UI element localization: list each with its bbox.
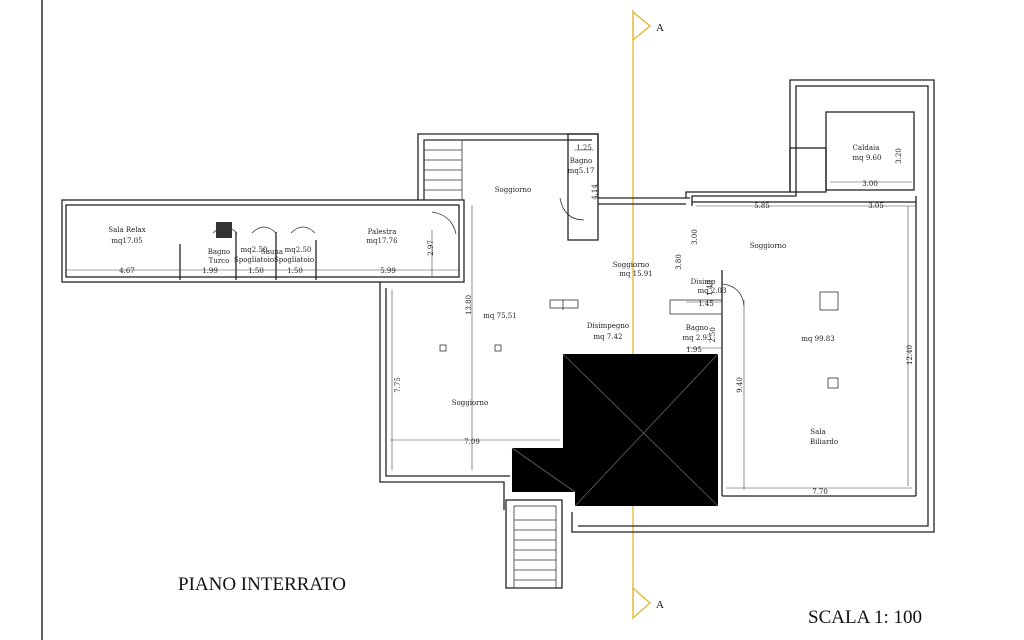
room-sauna: Sauna bbox=[261, 248, 283, 256]
room-soggiorno-right: Soggiorno bbox=[750, 242, 787, 250]
section-label-top: A bbox=[656, 22, 664, 34]
dim-5-85: 5.85 bbox=[754, 202, 770, 210]
dim-3-00-v: 3.00 bbox=[691, 229, 699, 245]
section-line bbox=[632, 10, 651, 620]
dim-2-97: 2.97 bbox=[427, 240, 435, 256]
dim-1-25: 1.25 bbox=[576, 144, 592, 152]
dim-13-80: 13.80 bbox=[465, 295, 473, 315]
room-area-75: mq 75.51 bbox=[483, 312, 516, 320]
dim-1-99: 1.99 bbox=[202, 267, 218, 275]
dim-3-05: 3.05 bbox=[868, 202, 884, 210]
dim-2-50: 2.50 bbox=[709, 327, 717, 343]
dim-3-20: 3.20 bbox=[895, 148, 903, 164]
plan-title: PIANO INTERRATO bbox=[178, 574, 346, 595]
left-wing-walls bbox=[61, 199, 465, 283]
dim-4-67: 4.67 bbox=[119, 267, 135, 275]
void-area bbox=[511, 353, 719, 507]
room-soggiorno-top: Soggiorno bbox=[495, 186, 532, 194]
dim-12-40: 12.40 bbox=[906, 345, 914, 365]
dimension-lines bbox=[66, 149, 916, 490]
dim-7-09: 7.09 bbox=[464, 438, 480, 446]
dim-9-40: 9.40 bbox=[736, 377, 744, 393]
sauna-heater bbox=[216, 222, 232, 238]
dim-7-70: 7.70 bbox=[812, 488, 828, 496]
central-block-walls bbox=[379, 133, 690, 510]
dim-1-45: 1.45 bbox=[698, 300, 714, 308]
dim-3-00-h: 3.00 bbox=[862, 180, 878, 188]
section-label-bottom: A bbox=[656, 599, 664, 611]
dim-4-14: 4.14 bbox=[591, 184, 599, 200]
right-block-walls bbox=[571, 79, 935, 533]
dim-7-75: 7.75 bbox=[394, 377, 402, 393]
dim-1-50-a: 1.50 bbox=[248, 267, 264, 275]
stairs-bottom bbox=[505, 499, 563, 589]
dim-1-95: 1.95 bbox=[686, 346, 702, 354]
dim-5-99: 5.99 bbox=[380, 267, 396, 275]
room-soggiorno-low: Soggiorno bbox=[452, 399, 489, 407]
room-area-99: mq 99.83 bbox=[801, 335, 834, 343]
plan-scale: SCALA 1: 100 bbox=[808, 607, 922, 628]
dim-3-80: 3.80 bbox=[675, 254, 683, 270]
dim-1-50-b: 1.50 bbox=[287, 267, 303, 275]
dim-1-40: 1.40 bbox=[706, 280, 714, 296]
